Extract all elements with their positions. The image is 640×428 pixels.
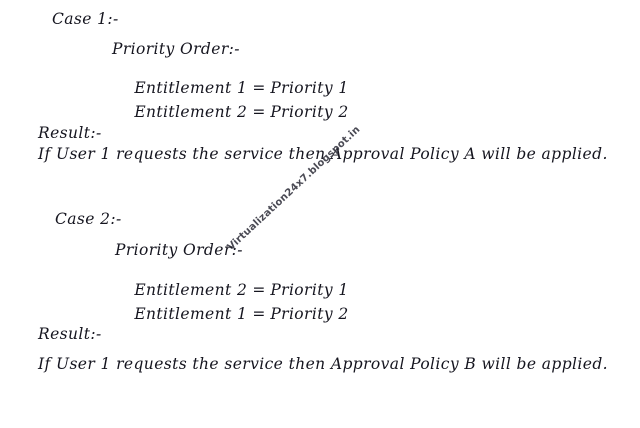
case-2-priority-2-value: Priority 2 <box>270 304 349 323</box>
case-1-priority-2-value: Priority 2 <box>270 102 349 121</box>
case-1-equals-2: = <box>252 102 266 121</box>
case-1-heading: Case 1:- <box>52 10 119 28</box>
case-2-priority-order-label: Priority Order:- <box>115 241 243 259</box>
case-1-entitlement-2-label: Entitlement 2 <box>134 102 248 121</box>
case-1-result-text: If User 1 requests the service then Appr… <box>38 145 608 163</box>
case-2-heading: Case 2:- <box>55 210 122 228</box>
case-2-entitlement-row-2: Entitlement 1=Priority 2 <box>113 291 349 338</box>
case-1-result-label: Result:- <box>38 124 102 142</box>
case-1-entitlement-row-1: Entitlement 1=Priority 1 <box>113 65 349 112</box>
case-1-priority-order-label: Priority Order:- <box>112 40 240 58</box>
watermark-text: Virtualization24x7.blogspot.in <box>225 124 363 253</box>
case-1-equals-1: = <box>252 78 266 97</box>
case-2-entitlement-2-label: Entitlement 2 <box>134 280 248 299</box>
case-2-equals-2: = <box>252 304 266 323</box>
case-2-entitlement-row-1: Entitlement 2=Priority 1 <box>113 267 349 314</box>
case-2-entitlement-1-label: Entitlement 1 <box>134 304 248 323</box>
case-1-priority-1-value: Priority 1 <box>270 78 349 97</box>
case-2-priority-1-value: Priority 1 <box>270 280 349 299</box>
case-2-result-text: If User 1 requests the service then Appr… <box>38 355 608 373</box>
case-1-entitlement-row-2: Entitlement 2=Priority 2 <box>113 89 349 136</box>
case-1-entitlement-1-label: Entitlement 1 <box>134 78 248 97</box>
case-2-equals-1: = <box>252 280 266 299</box>
case-2-result-label: Result:- <box>38 325 102 343</box>
